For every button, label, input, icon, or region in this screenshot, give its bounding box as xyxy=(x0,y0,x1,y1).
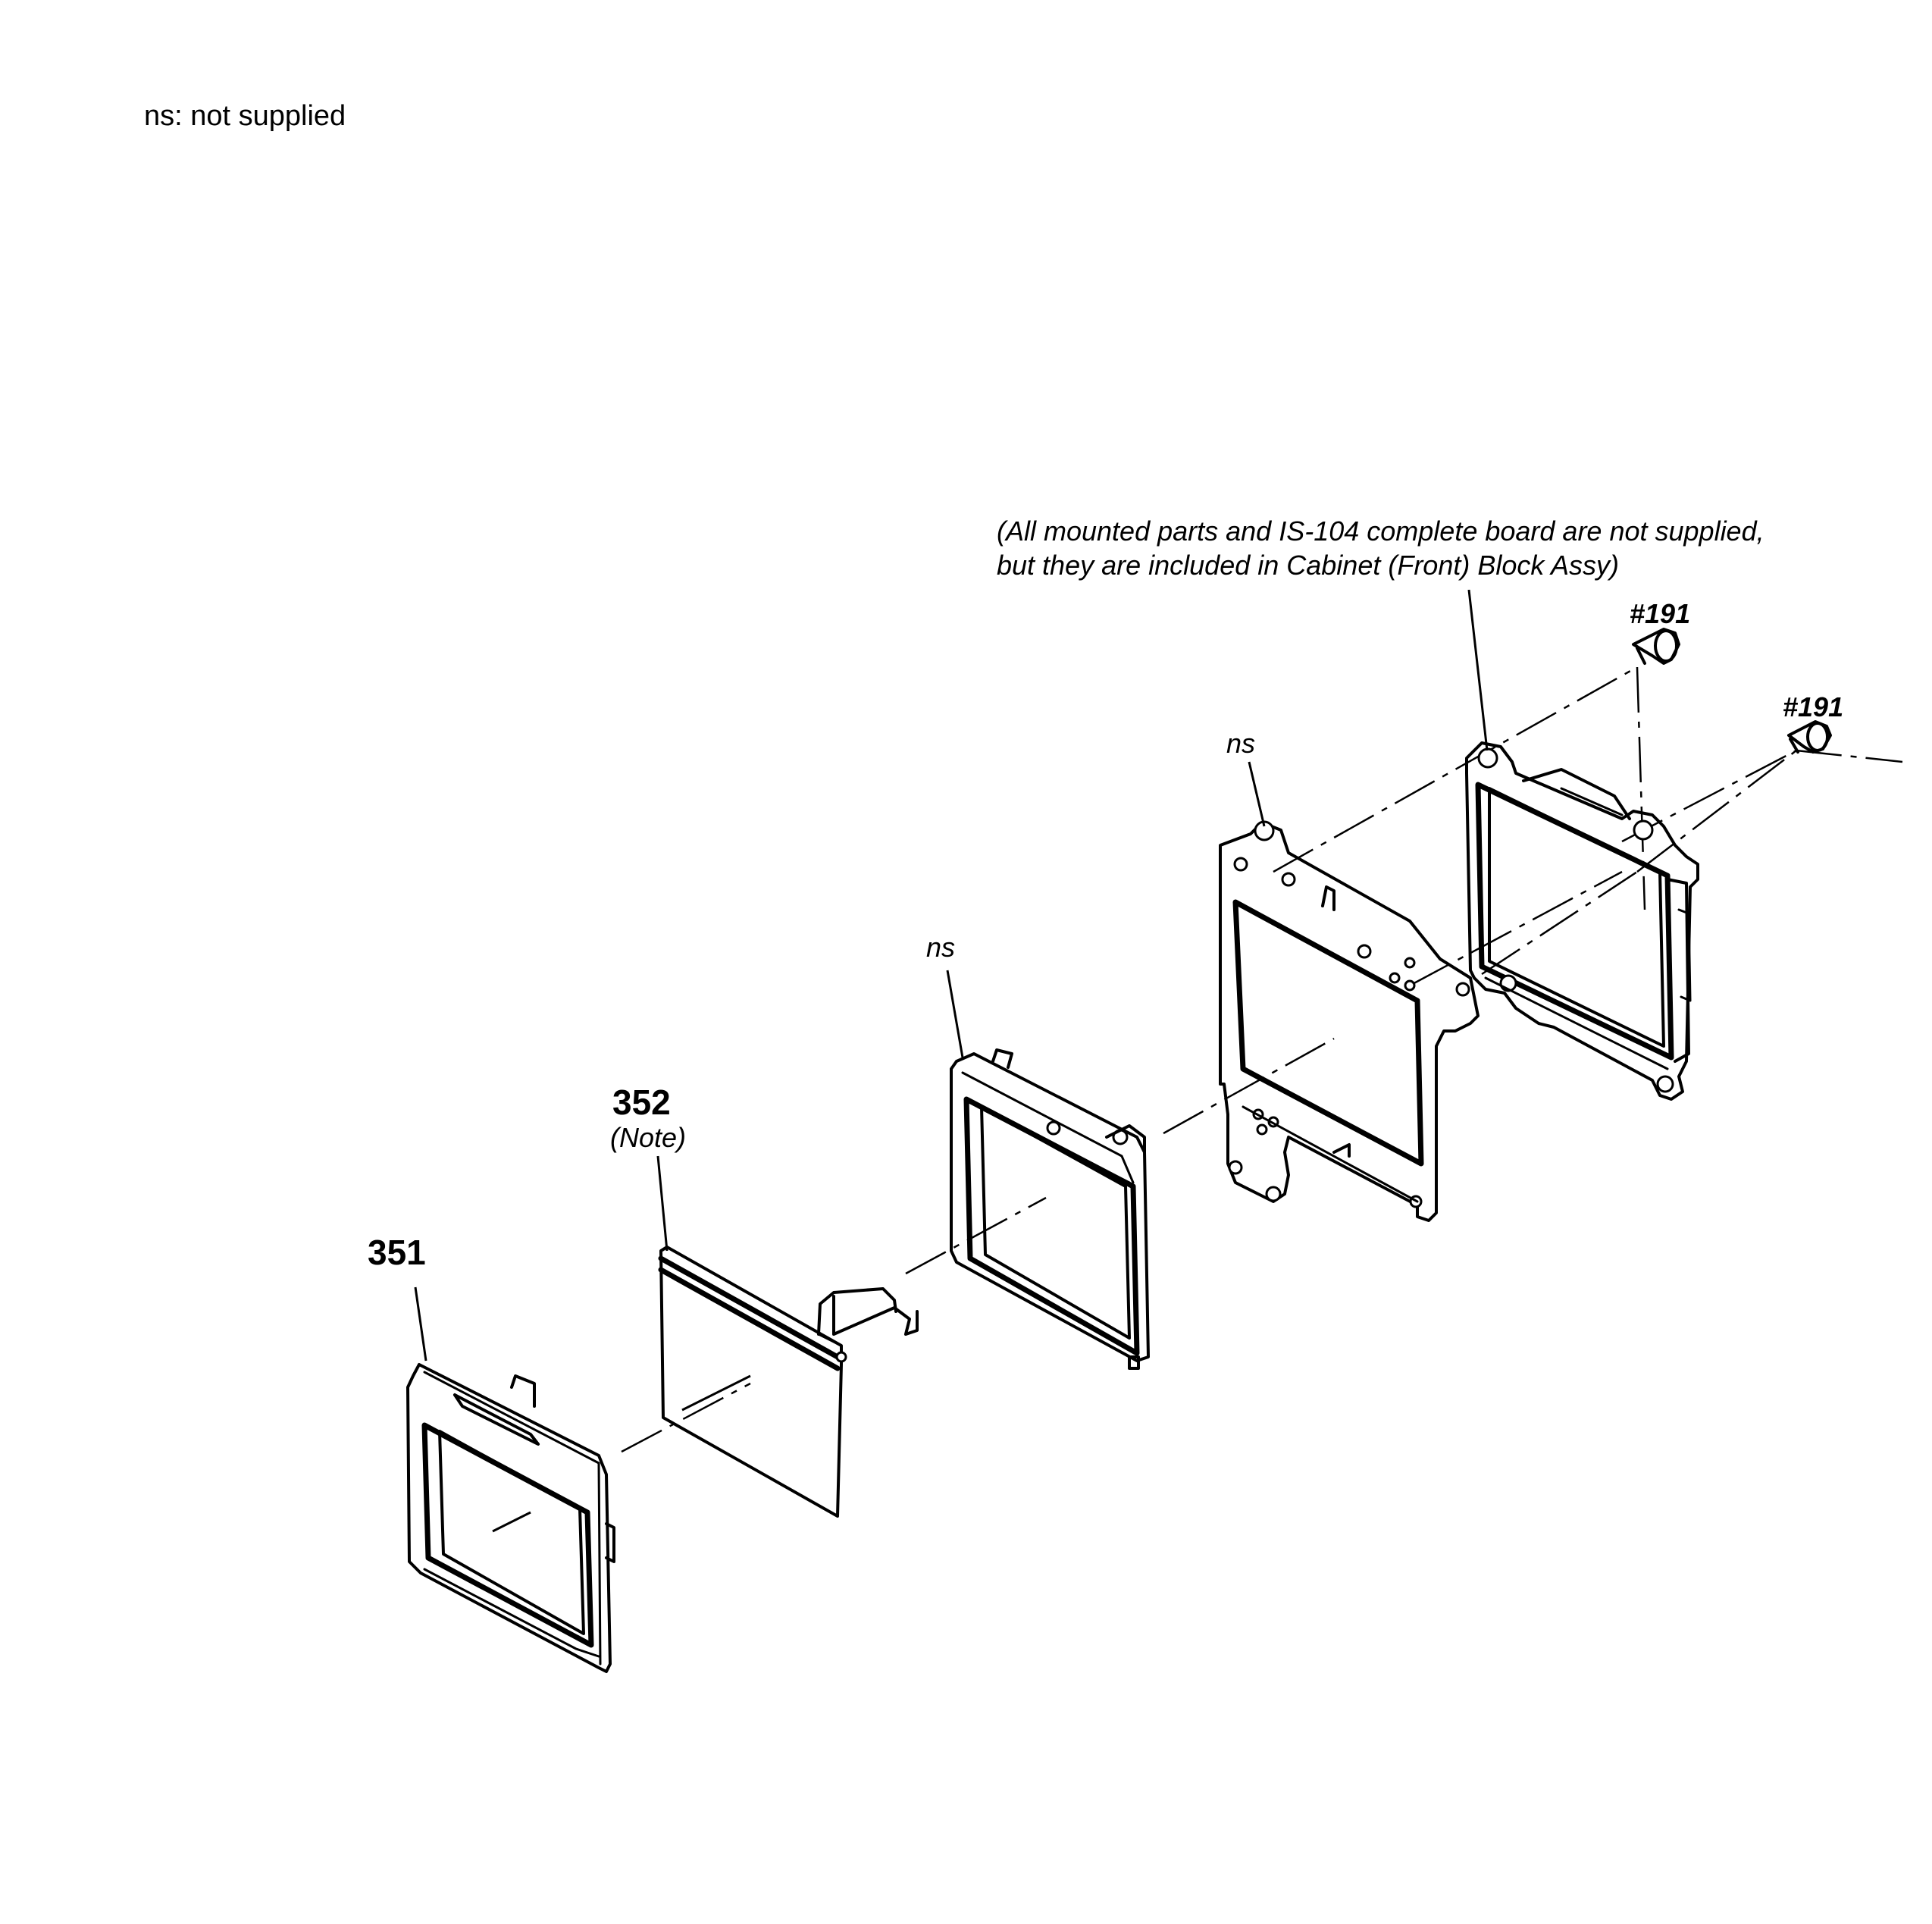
part-lcd-frame-ns xyxy=(950,1048,1150,1370)
screw-191-top xyxy=(1632,628,1680,665)
callout-screw-191-top: #191 xyxy=(1630,598,1690,629)
callout-ns-bracket: ns xyxy=(1226,728,1255,759)
callout-352-note: (Note) xyxy=(610,1122,686,1153)
callout-352: 352 xyxy=(612,1083,671,1122)
callout-screw-191-right: #191 xyxy=(1783,691,1843,722)
part-bracket-ns xyxy=(1219,820,1480,1222)
part-352-lcd-panel xyxy=(658,1246,919,1518)
note-line-2: but they are included in Cabinet (Front)… xyxy=(997,550,1619,581)
screw-191-right xyxy=(1787,720,1832,754)
leader-lines xyxy=(414,589,1489,1362)
note-line-1: (All mounted parts and IS-104 complete b… xyxy=(997,515,1764,547)
callout-ns-frame: ns xyxy=(926,932,955,963)
assembly-axis-lines xyxy=(621,666,1903,1453)
legend-text: ns: not supplied xyxy=(144,100,346,132)
part-351-lcd-cover xyxy=(406,1363,615,1673)
part-is104-board-assembly xyxy=(1465,741,1699,1101)
callout-351: 351 xyxy=(368,1233,426,1272)
